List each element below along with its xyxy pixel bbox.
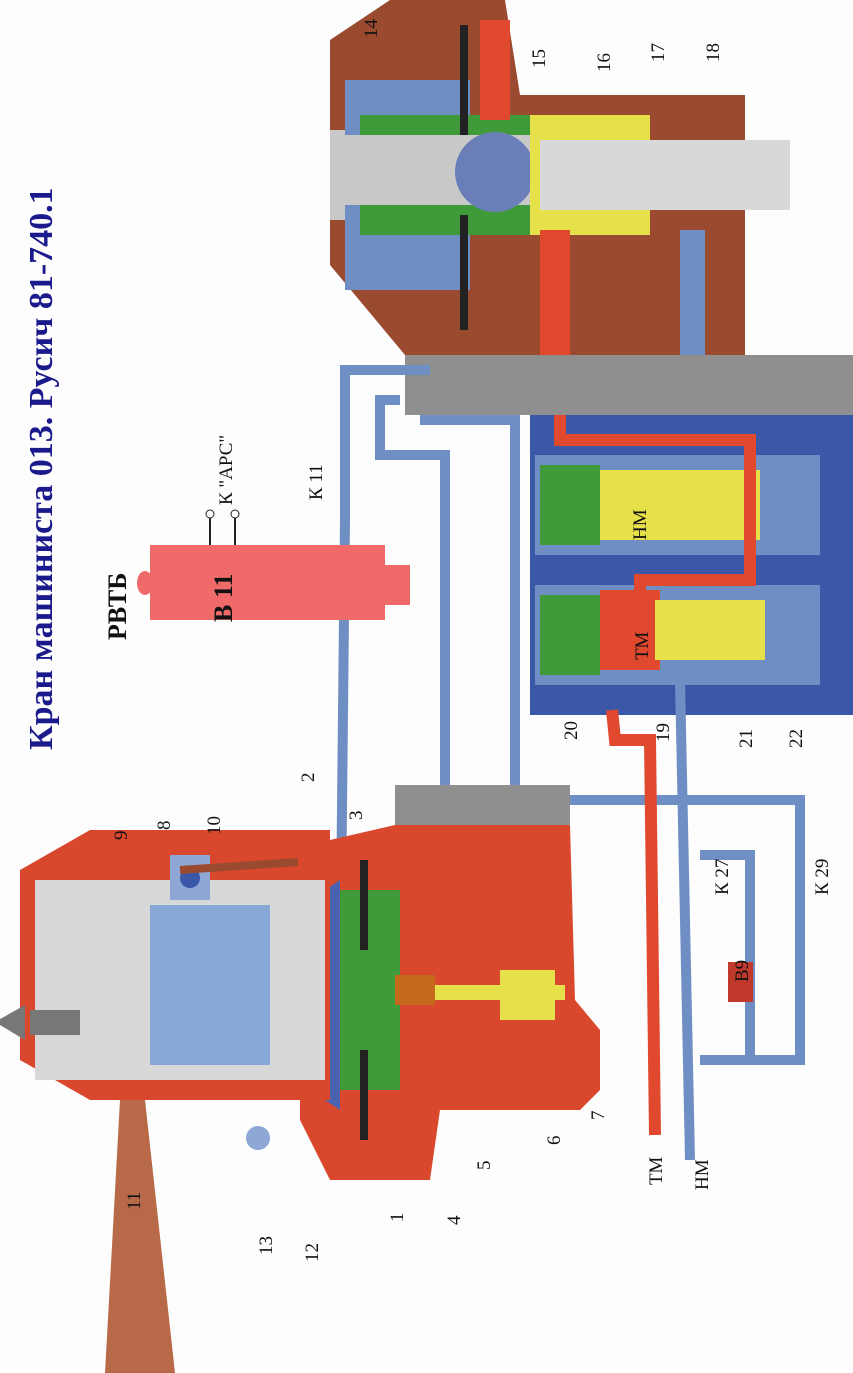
part-2: 2 bbox=[298, 773, 319, 783]
part-9: 9 bbox=[111, 831, 132, 841]
part-16: 16 bbox=[594, 53, 615, 72]
part-21: 21 bbox=[736, 729, 757, 748]
label-k29: К 29 bbox=[812, 859, 833, 895]
valve-block bbox=[530, 415, 853, 715]
part-17: 17 bbox=[648, 43, 669, 62]
label-v11: В 11 bbox=[209, 574, 238, 622]
label-k27: К 27 bbox=[712, 859, 733, 895]
part-15: 15 bbox=[529, 49, 550, 68]
part-22: 22 bbox=[786, 729, 807, 748]
rvtb-valve bbox=[137, 509, 410, 620]
part-18: 18 bbox=[703, 43, 724, 62]
part-20: 20 bbox=[561, 721, 582, 740]
label-k11: К 11 bbox=[306, 464, 327, 500]
part-19: 19 bbox=[653, 723, 674, 742]
label-tm-line: ТМ bbox=[646, 1157, 667, 1185]
label-nm-valve: НМ bbox=[630, 509, 651, 540]
part-14: 14 bbox=[361, 19, 382, 39]
label-k-ars: К "АРС" bbox=[216, 435, 237, 505]
manifold-plate bbox=[405, 355, 853, 415]
part-5: 5 bbox=[474, 1161, 495, 1171]
part-13: 13 bbox=[256, 1236, 277, 1255]
part-12: 12 bbox=[302, 1243, 323, 1262]
part-numbers: 1 2 3 4 5 6 7 8 9 10 11 12 13 14 15 16 1… bbox=[111, 19, 807, 1263]
label-tm-valve: ТМ bbox=[632, 632, 653, 660]
label-rvtb: РВТБ bbox=[103, 573, 132, 640]
part-3: 3 bbox=[346, 811, 367, 821]
part-10: 10 bbox=[204, 816, 225, 835]
label-nm-line: НМ bbox=[692, 1159, 713, 1190]
part-7: 7 bbox=[588, 1111, 609, 1121]
diagram-title: Кран машиниста 013. Русич 81-740.1 bbox=[23, 187, 60, 750]
pipes bbox=[335, 365, 805, 1161]
part-1: 1 bbox=[387, 1213, 408, 1223]
part-8: 8 bbox=[154, 821, 175, 831]
upper-relay-valve bbox=[330, 0, 790, 360]
v9-valve bbox=[728, 962, 753, 1002]
driver-valve-body bbox=[0, 785, 600, 1373]
part-6: 6 bbox=[544, 1136, 565, 1146]
part-11: 11 bbox=[124, 1192, 145, 1210]
label-v9: В9 bbox=[732, 960, 753, 982]
part-4: 4 bbox=[444, 1215, 465, 1225]
